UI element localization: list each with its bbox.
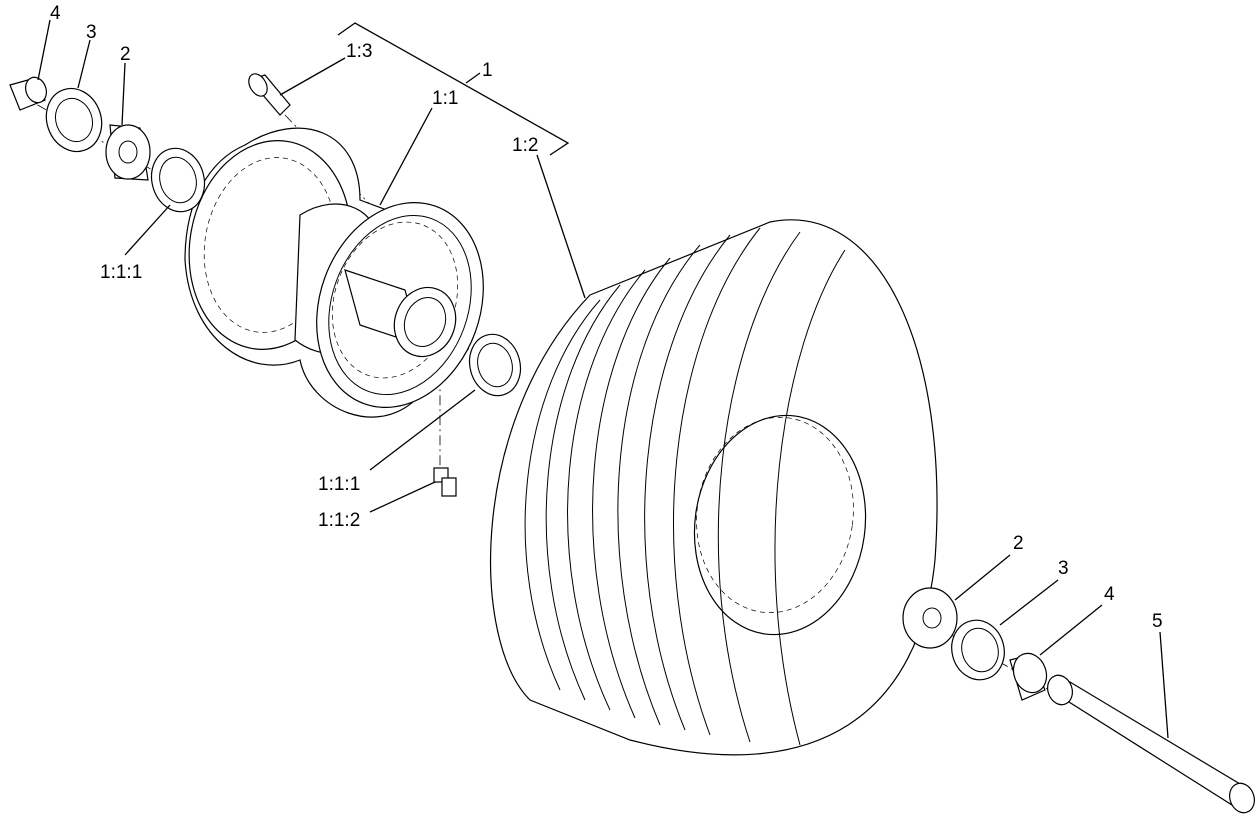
leader-2-left	[121, 62, 126, 126]
callout-3-left: 3	[86, 22, 97, 43]
callout-4-right: 4	[1104, 584, 1115, 605]
bracket-1	[337, 22, 570, 156]
callout-1: 1	[482, 60, 493, 81]
inner-bearing-cup	[468, 333, 522, 397]
callout-5: 5	[1152, 611, 1163, 632]
leader-1	[465, 72, 481, 84]
callout-1-2: 1:2	[512, 135, 538, 156]
leader-4-right	[1039, 604, 1103, 656]
left-bushing-4	[9, 76, 47, 111]
tire	[489, 219, 938, 756]
axle-5	[1047, 674, 1255, 814]
callout-1-1-2: 1:1:2	[318, 510, 360, 531]
callout-1-1: 1:1	[432, 88, 458, 109]
callout-2-right: 2	[1013, 533, 1024, 554]
leader-1-2	[536, 154, 586, 299]
left-bearing-3	[45, 87, 103, 153]
leader-2-right	[954, 554, 1011, 601]
right-bushing-4	[1009, 652, 1048, 701]
left-bearing-cup	[150, 147, 206, 213]
leader-1-1-1-bottom	[369, 389, 476, 471]
valve-stem	[248, 73, 291, 116]
right-bearing-3	[951, 619, 1005, 681]
callout-3-right: 3	[1058, 558, 1069, 579]
leader-3-right	[999, 579, 1059, 626]
callout-1-3: 1:3	[346, 41, 372, 62]
leader-1-1-2	[369, 481, 436, 513]
callout-1-1-1-top: 1:1:1	[100, 262, 142, 283]
leader-4-left	[37, 19, 51, 81]
leader-1-1-1-top	[124, 204, 171, 256]
callout-1-1-1-bottom: 1:1:1	[318, 474, 360, 495]
callout-4-left: 4	[50, 3, 61, 24]
leader-5	[1159, 631, 1169, 739]
wheel-rim	[184, 127, 484, 418]
grease-fitting	[433, 467, 457, 497]
callout-2-left: 2	[120, 44, 131, 65]
leader-1-3	[279, 57, 346, 96]
leader-3-left	[77, 39, 91, 89]
left-spacer-2	[105, 124, 151, 181]
leader-1-1	[379, 107, 433, 206]
right-spacer-2	[902, 587, 958, 649]
